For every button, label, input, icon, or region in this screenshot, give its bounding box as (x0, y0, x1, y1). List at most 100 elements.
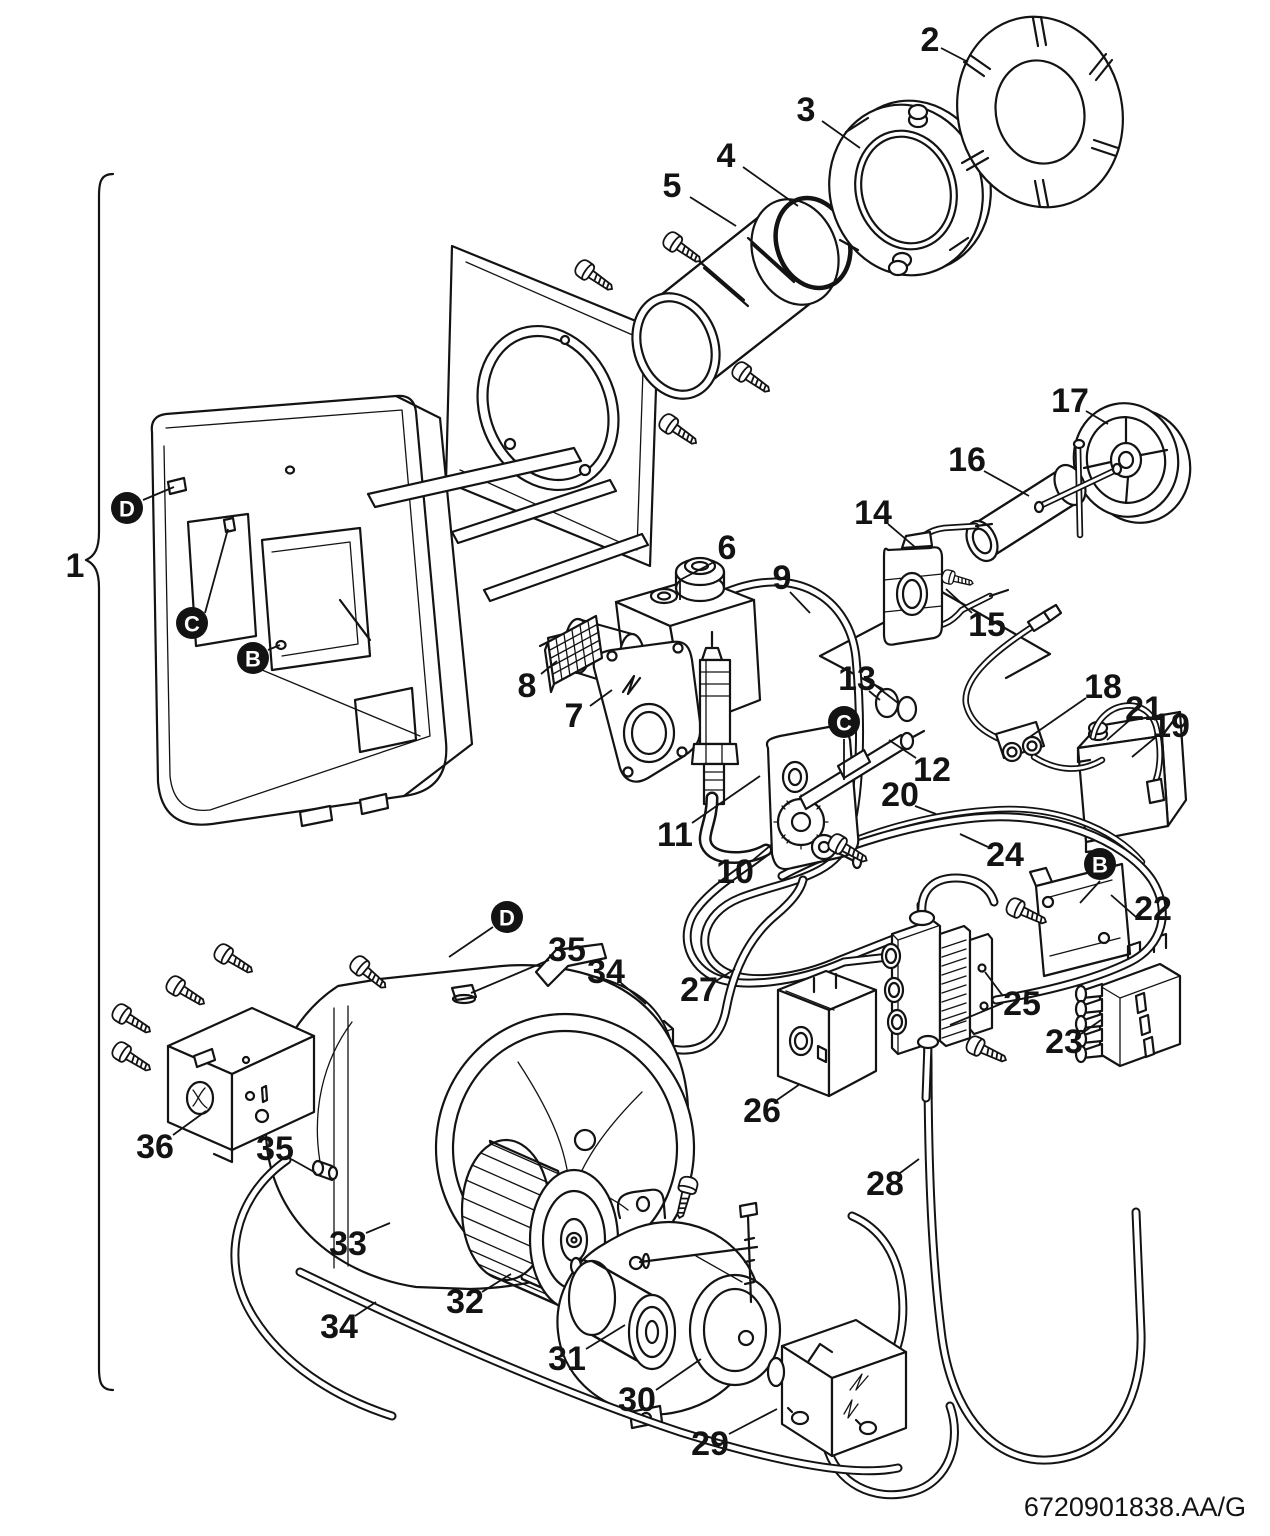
part-label-25: 25 (1003, 985, 1041, 1023)
leader-line-20 (914, 805, 937, 815)
leader-line-3 (821, 120, 861, 149)
assembly-brace (84, 172, 115, 1392)
leader-line-24 (959, 833, 989, 848)
part-label-24: 24 (986, 836, 1024, 874)
part-label-4: 4 (717, 137, 736, 175)
leader-line-12 (888, 739, 917, 759)
letter-callout-C-nozzle: C (836, 711, 852, 736)
gasket-strips (366, 446, 650, 603)
part-label-1: 1 (66, 547, 85, 585)
part-label-15: 15 (968, 606, 1006, 644)
part-label-14: 14 (854, 494, 892, 532)
part-label-28: 28 (866, 1165, 904, 1203)
burner-flange (828, 99, 992, 277)
part-label-6: 6 (718, 529, 737, 567)
leader-line-17 (1085, 410, 1109, 425)
burner-tube (631, 198, 840, 400)
leader-line-23 (1080, 1019, 1102, 1035)
part-label-11: 11 (657, 816, 693, 854)
part-label-33: 33 (329, 1225, 367, 1263)
drawing-number: 6720901838.AA/G (1024, 1492, 1246, 1522)
solenoid-pump (766, 1318, 908, 1458)
leader-line-B-housing (267, 644, 281, 651)
leader-line-6 (679, 561, 715, 600)
leader-line-22 (1110, 894, 1137, 918)
leader-line-27 (715, 968, 736, 982)
part-label-16: 16 (948, 441, 986, 479)
gas-valve-assembly (538, 556, 762, 783)
leader-line-D-housing (142, 486, 175, 501)
letter-callout-B-bracket: B (1092, 853, 1108, 878)
leader-line-15 (945, 588, 973, 614)
transformer-cable (1034, 706, 1166, 805)
leader-line-36 (172, 1110, 207, 1136)
leader-line-35-left (290, 1158, 317, 1174)
part-label-22: 22 (1134, 890, 1172, 928)
part-label-5: 5 (663, 167, 682, 205)
leader-line-7 (589, 689, 613, 707)
part-label-9: 9 (773, 559, 792, 597)
leader-line-34-bottom (354, 1301, 377, 1317)
part-label-13: 13 (838, 660, 876, 698)
leader-line-30 (655, 1358, 702, 1391)
part-label-21: 21 (1125, 690, 1163, 728)
leader-line-13 (868, 690, 881, 701)
part-label-34-bottom: 34 (320, 1308, 358, 1346)
part-label-32: 32 (446, 1283, 484, 1321)
part-label-10: 10 (716, 853, 754, 891)
part-label-18: 18 (1084, 668, 1122, 706)
letter-callout-circle-C-housing (176, 607, 208, 639)
leader-line-28 (899, 1158, 920, 1174)
part-label-27: 27 (680, 971, 718, 1009)
letter-callout-C-housing: C (184, 612, 200, 637)
letter-callout-D-fan: D (499, 906, 515, 931)
part-label-3: 3 (797, 91, 816, 129)
leader-line-32 (481, 1273, 512, 1293)
leader-line-2 (940, 47, 969, 63)
electrode-assembly (882, 524, 1010, 646)
leader-line-10 (751, 844, 772, 862)
o-rings-13 (874, 687, 918, 723)
letter-callout-circle-C-nozzle (828, 706, 860, 738)
leader-line-13-1 (875, 685, 899, 704)
part-label-30: 30 (618, 1381, 656, 1419)
leader-line-16 (983, 470, 1030, 497)
leader-line-11 (691, 775, 761, 824)
slotted-gasket (956, 15, 1124, 209)
leader-line-C-housing (204, 528, 229, 614)
leader-line-31 (585, 1324, 626, 1350)
part-label-29: 29 (691, 1425, 729, 1463)
part-label-17: 17 (1051, 382, 1089, 420)
letter-callout-circle-B-bracket (1084, 848, 1116, 880)
control-box (776, 969, 878, 1098)
part-label-31: 31 (548, 1340, 586, 1378)
letter-callout-D-housing: D (119, 497, 135, 522)
leader-line-26 (776, 1083, 801, 1101)
leader-line-21 (1106, 718, 1132, 741)
part-label-35-top: 35 (548, 931, 586, 969)
nozzle-tube (798, 729, 926, 811)
control-box-36 (166, 1006, 316, 1164)
leader-line-D-fan (448, 926, 494, 958)
mounting-plate (444, 244, 660, 568)
ignition-cable-set (966, 603, 1063, 763)
letter-callout-circle-D-fan (491, 901, 523, 933)
part-label-8: 8 (518, 667, 537, 705)
support-tube (965, 438, 1123, 563)
adjustment-wheel (1072, 402, 1192, 524)
leader-line-9 (789, 591, 811, 614)
leader-line-14 (887, 523, 916, 548)
leader-line-18 (1023, 697, 1087, 742)
hydraulic-manifold (880, 878, 994, 1098)
leader-line-25 (984, 971, 1004, 997)
part-label-7: 7 (565, 697, 584, 735)
part-label-23: 23 (1045, 1023, 1083, 1061)
part-label-20: 20 (881, 776, 919, 814)
part-label-19: 19 (1152, 707, 1190, 745)
leader-line-35-top (470, 959, 550, 994)
leader-line-33 (365, 1222, 391, 1234)
leader-line-5 (689, 196, 737, 227)
leader-line-29 (728, 1408, 778, 1435)
part-label-12: 12 (913, 751, 951, 789)
